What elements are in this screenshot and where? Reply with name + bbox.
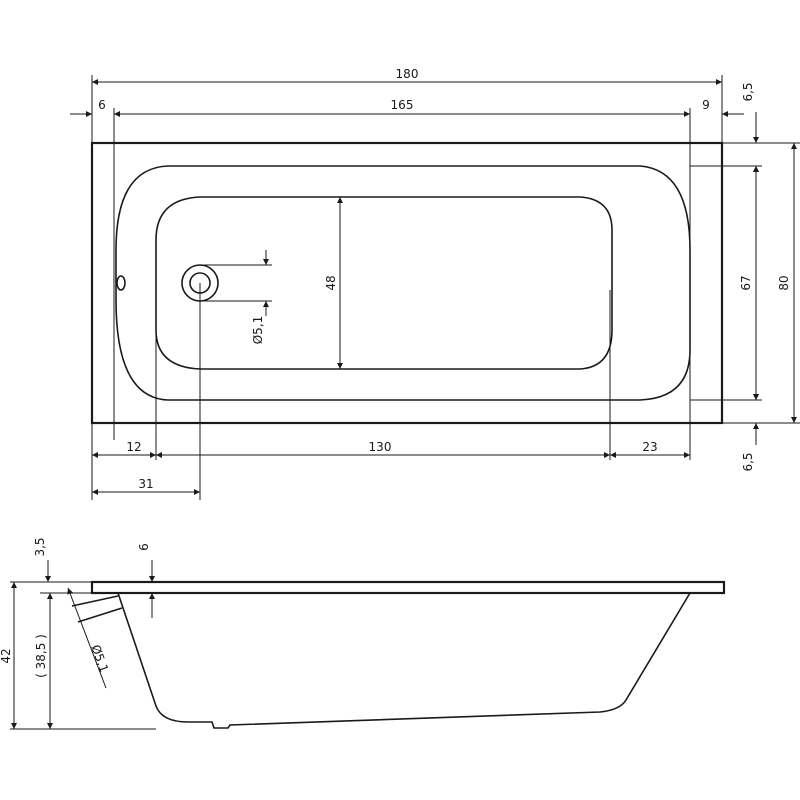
dim-inner-height: ( 38,5 ): [34, 634, 48, 678]
dim-overflow-diameter: Ø5,1: [88, 643, 111, 675]
top-view: 180 6 165 9 6,5 67 80 6,5 48: [70, 67, 800, 500]
dim-left-rim: 6: [98, 98, 106, 112]
dim-basin-width: 48: [324, 275, 338, 290]
dim-right-rim: 9: [702, 98, 710, 112]
dim-overall-height: 42: [0, 648, 13, 663]
side-view: 42 3,5 ( 38,5 ) 6 Ø5,1: [0, 537, 726, 730]
side-overflow-outlet: [71, 595, 119, 607]
dim-drain-diameter: Ø5,1: [251, 316, 265, 345]
dim-inner-width: 67: [739, 275, 753, 290]
tub-basin-floor: [155, 196, 613, 370]
dim-rim-height: 3,5: [33, 537, 47, 556]
dim-bottom-rim: 6,5: [741, 452, 755, 471]
tub-outer-rim: [90, 141, 724, 425]
dim-overall-length: 180: [396, 67, 419, 81]
side-rim: [90, 580, 726, 595]
tub-inner-bowl: [115, 165, 691, 401]
overflow-hole: [116, 275, 126, 291]
dim-bottom-length: 130: [369, 440, 392, 454]
dim-bottom-left-offset: 12: [126, 440, 141, 454]
dim-bottom-right-offset: 23: [642, 440, 657, 454]
dim-inner-length: 165: [391, 98, 414, 112]
dim-drain-offset: 31: [138, 477, 153, 491]
dim-top-rim: 6,5: [741, 82, 755, 101]
side-tub-body: [117, 592, 691, 729]
dim-rim-thickness: 6: [137, 543, 151, 551]
dim-overall-width: 80: [777, 275, 791, 290]
